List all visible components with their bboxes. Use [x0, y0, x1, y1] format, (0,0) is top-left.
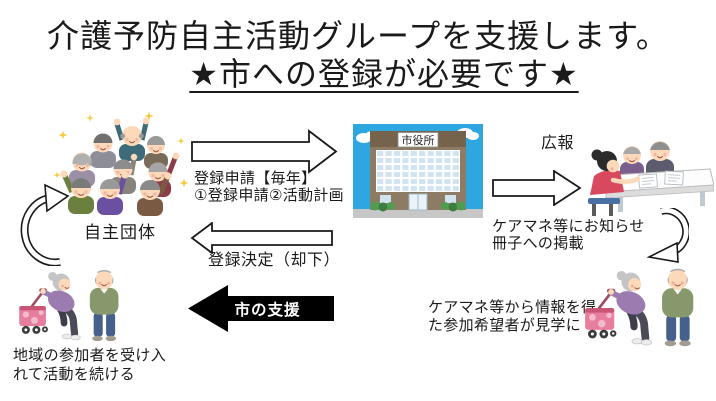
title-line-1: 介護予防自主活動グループを支援します。 — [47, 18, 669, 54]
city-hall-illustration: 市役所 — [353, 124, 483, 218]
notify-line1: ケアマネ等にお知らせ — [492, 218, 645, 235]
visiting-couple-illustration — [582, 262, 712, 354]
consultation-illustration — [588, 141, 714, 216]
title-line-2: ★市への登録が必要です★ — [0, 55, 716, 93]
support-arrow: 市の支援 — [186, 284, 335, 333]
city-hall-sign: 市役所 — [402, 133, 435, 147]
local-participants-illustration — [14, 264, 138, 348]
to-visitors-curved-arrow — [646, 208, 689, 263]
title-underlined-text: ★市への登録が必要です★ — [189, 56, 579, 92]
register-caption-line2: ①登録申請②活動計画 — [194, 186, 344, 204]
continue-line2: れて活動を続ける — [13, 366, 135, 383]
pr-arrow — [492, 170, 582, 206]
support-arrow-label: 市の支援 — [234, 301, 301, 319]
group-label: 自主団体 — [84, 223, 156, 242]
visit-line1: ケアマネ等から情報を得 — [428, 299, 597, 316]
register-caption-line1: 登録申請【毎年】 — [194, 170, 317, 187]
visit-line2: た参加希望者が見学に — [428, 317, 582, 334]
continue-line1: 地域の参加者を受け入 — [13, 347, 167, 364]
decision-caption: 登録決定（却下） — [208, 252, 341, 269]
register-arrow-caption: 登録申請【毎年】 ①登録申請②活動計画 — [194, 170, 344, 204]
register-arrow — [191, 129, 338, 174]
decision-arrow — [190, 222, 333, 254]
pr-label: 広報 — [541, 135, 575, 152]
renewal-curved-arrow — [20, 183, 70, 266]
continue-caption: 地域の参加者を受け入 れて活動を続ける — [13, 346, 166, 384]
support-arrow-shape — [188, 285, 334, 332]
notify-line2: 冊子への掲載 — [492, 234, 584, 252]
notify-caption: ケアマネ等にお知らせ 冊子への掲載 — [492, 218, 645, 252]
visit-caption: ケアマネ等から情報を得 た参加希望者が見学に — [428, 299, 596, 335]
seniors-group-illustration — [53, 111, 189, 216]
